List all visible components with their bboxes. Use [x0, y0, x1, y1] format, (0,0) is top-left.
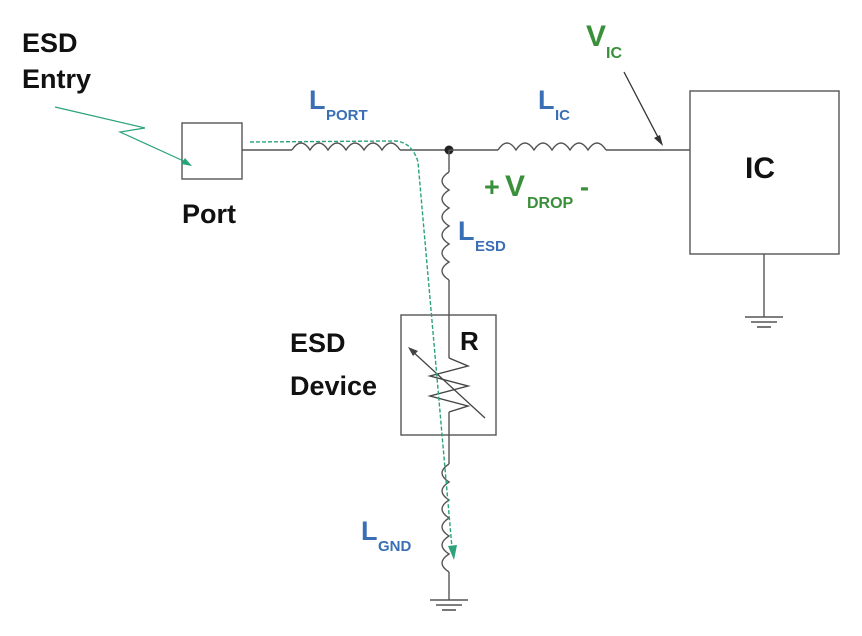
port-label: Port [182, 199, 236, 229]
v-ic-label-main: V [586, 20, 606, 53]
l-esd-label-sub: ESD [475, 238, 506, 255]
variable-resistor-zigzag [427, 357, 471, 413]
l-port-label-main: L [309, 85, 326, 115]
esd-device-label-line1: ESD [290, 328, 346, 358]
l-esd-label-main: L [458, 216, 475, 246]
inductor-l-esd [441, 171, 451, 281]
port-box [181, 122, 243, 180]
l-gnd-label-sub: GND [378, 538, 412, 555]
esd-ground-symbol [430, 599, 468, 611]
esd-entry-label-line2: Entry [22, 64, 91, 94]
esd-entry-arrow [54, 106, 189, 164]
v-ic-arrow-line [623, 71, 662, 144]
l-port-label-sub: PORT [326, 107, 368, 124]
v-drop-plus: + [484, 172, 500, 202]
l-gnd-label-main: L [361, 516, 378, 546]
v-drop-label-sub: DROP [527, 195, 574, 212]
ic-label: IC [745, 152, 775, 185]
esd-device-label-line2: Device [290, 371, 377, 401]
v-drop-minus: - [580, 172, 589, 202]
v-ic-label-sub: IC [606, 45, 622, 62]
inductor-l-ic [497, 142, 607, 152]
v-drop-label-main: V [505, 170, 525, 203]
esd-discharge-arrowhead [448, 545, 457, 560]
esd-entry-arrowhead [181, 158, 192, 166]
resistor-label: R [460, 326, 479, 356]
inductor-l-gnd [441, 463, 451, 573]
l-ic-label-main: L [538, 85, 555, 115]
esd-discharge-path [249, 140, 453, 549]
variable-arrowhead [408, 347, 418, 356]
esd-entry-label-line1: ESD [22, 28, 78, 58]
l-ic-label-sub: IC [555, 107, 570, 124]
variable-arrow-line [410, 349, 486, 419]
ic-ground-symbol [745, 316, 783, 328]
inductor-l-port [291, 142, 401, 152]
v-ic-arrowhead [654, 135, 663, 146]
